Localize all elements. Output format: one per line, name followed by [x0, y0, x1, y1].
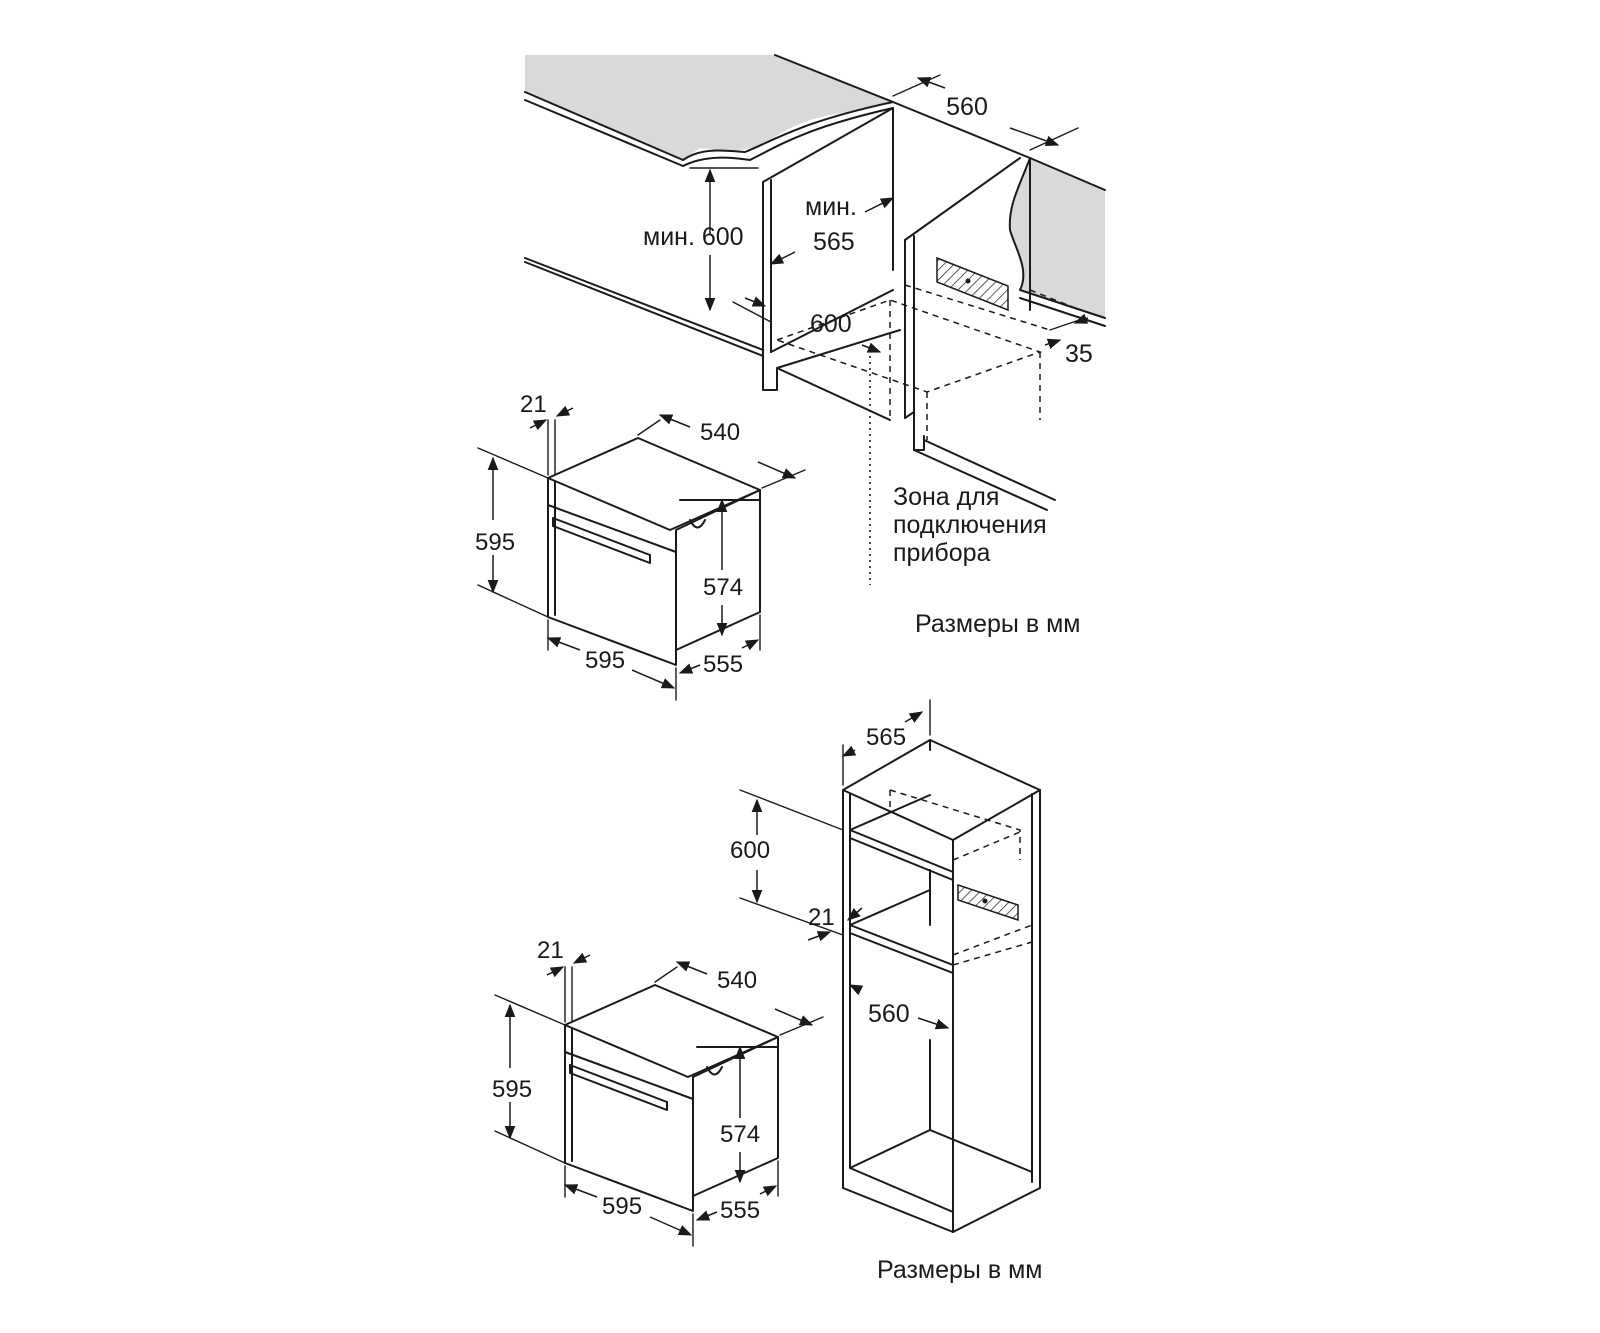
units-note-bottom: Размеры в мм: [877, 1256, 1042, 1284]
oven-top-dim-555: 555: [703, 651, 743, 678]
tall-cabinet: 565 600 21 560: [730, 699, 1041, 1233]
cabinet-dim-565: 565: [866, 724, 906, 751]
oven-bottom-dim-574: 574: [720, 1121, 760, 1148]
worktop-right: [1009, 158, 1105, 318]
oven-top-dim-595-height: 595: [475, 529, 515, 556]
connection-zone-hatch: [936, 256, 1009, 312]
units-note-top: Размеры в мм: [915, 610, 1080, 638]
dim-min-label: мин.: [805, 193, 857, 221]
oven-drawing-bottom: 21 540 595 574 595 555: [492, 937, 824, 1247]
dim-min-height: мин. 600: [643, 223, 744, 251]
oven-drawing-top: 21 540 595 574 595 555: [475, 391, 806, 701]
oven-top-dim-595-width: 595: [585, 647, 625, 674]
connection-zone-line-3: прибора: [893, 539, 991, 567]
cabinet-connection-hatch: [957, 883, 1019, 922]
connection-zone-line-2: подключения: [893, 511, 1047, 539]
oven-top-dim-540: 540: [700, 419, 740, 446]
oven-bottom-dim-555: 555: [720, 1197, 760, 1224]
oven-top-dim-574: 574: [703, 574, 743, 601]
worktop-left: [525, 55, 893, 160]
dim-offset-35: 35: [1065, 340, 1093, 368]
oven-bottom-dim-21: 21: [537, 937, 564, 964]
cabinet-dim-560: 560: [868, 1000, 910, 1028]
oven-bottom-dim-595-height: 595: [492, 1076, 532, 1103]
dim-niche-width: 600: [810, 310, 852, 338]
oven-top-dim-21: 21: [520, 391, 547, 418]
dim-niche-depth: 565: [813, 228, 855, 256]
oven-bottom-dim-540: 540: [717, 967, 757, 994]
connection-zone-line-1: Зона для: [893, 483, 999, 511]
cabinet-dim-21: 21: [808, 904, 835, 931]
oven-bottom-dim-595-width: 595: [602, 1193, 642, 1220]
cabinet-dim-600: 600: [730, 837, 770, 864]
undercounter-niche: 560 мин. 600 мин. 565 600 35 Зона для по…: [524, 54, 1106, 638]
dim-worktop-depth: 560: [946, 93, 988, 121]
